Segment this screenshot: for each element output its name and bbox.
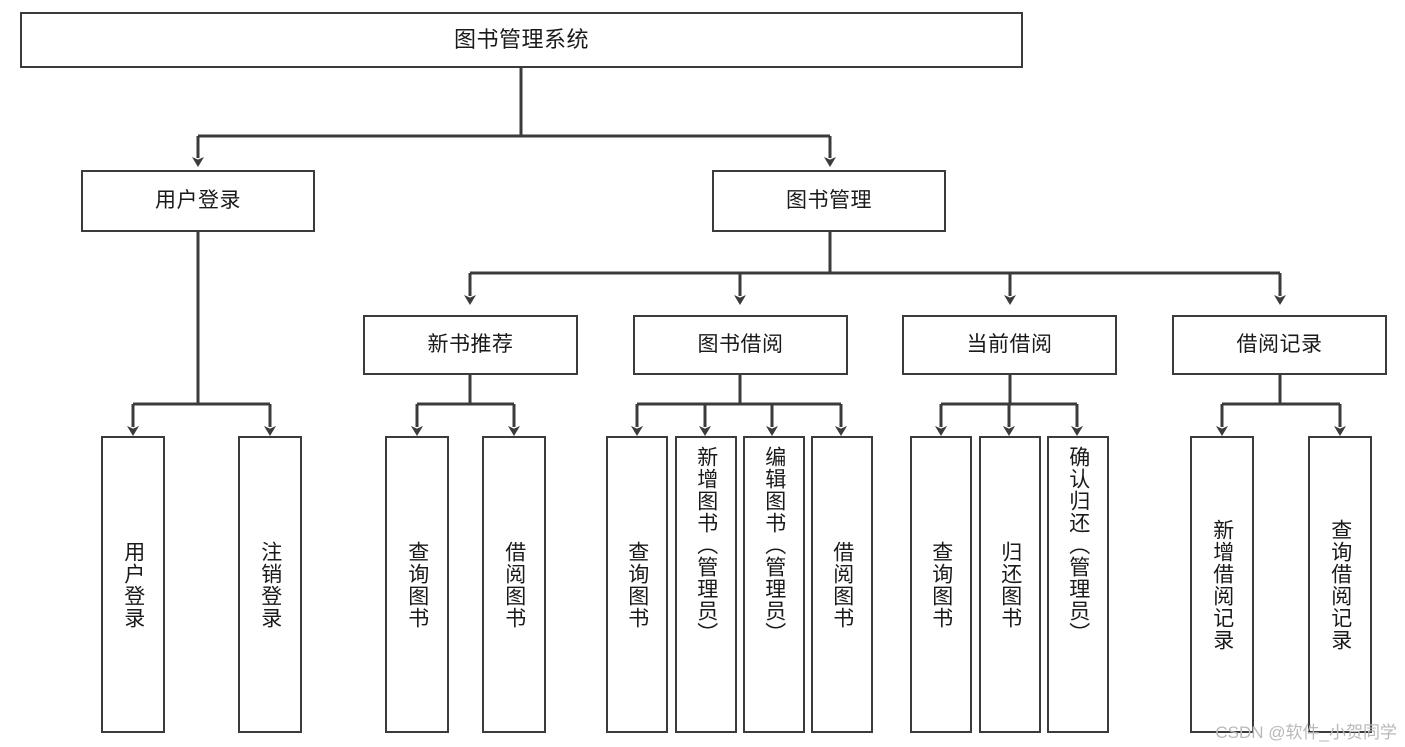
node-label: 查询图书 [625, 540, 649, 629]
leaf-user-logout[interactable]: 注销登录 [238, 436, 302, 733]
leaf-add-record[interactable]: 新增借阅记录 [1190, 436, 1254, 733]
node-label: 归还图书 [998, 540, 1022, 629]
node-root-book-management-system[interactable]: 图书管理系统 [20, 12, 1023, 68]
node-label: 查询图书 [929, 540, 953, 629]
leaf-edit-book[interactable]: 编辑图书（管理员） [743, 436, 805, 733]
node-label: 编辑图书（管理员） [762, 446, 786, 644]
node-label: 当前借阅 [966, 332, 1053, 356]
node-book-management[interactable]: 图书管理 [712, 170, 946, 232]
node-borrow-record[interactable]: 借阅记录 [1172, 315, 1387, 375]
watermark: CSDN @软件_小贺同学 [1215, 723, 1397, 742]
node-label: 用户登录 [155, 188, 241, 212]
node-label: 查询图书 [405, 540, 429, 629]
leaf-return-book[interactable]: 归还图书 [979, 436, 1041, 733]
node-user-login[interactable]: 用户登录 [81, 170, 315, 232]
node-label: 新书推荐 [427, 332, 514, 356]
leaf-user-login[interactable]: 用户登录 [101, 436, 165, 733]
node-label: 新增借阅记录 [1210, 518, 1234, 651]
node-label: 借阅记录 [1236, 332, 1323, 356]
node-label: 借阅图书 [830, 540, 854, 629]
node-label: 查询借阅记录 [1328, 518, 1352, 651]
leaf-query-book-1[interactable]: 查询图书 [385, 436, 449, 733]
leaf-query-record[interactable]: 查询借阅记录 [1308, 436, 1372, 733]
node-new-book-recommend[interactable]: 新书推荐 [363, 315, 578, 375]
node-label: 确认归还（管理员） [1066, 446, 1090, 644]
node-label: 用户登录 [121, 540, 145, 629]
node-label: 注销登录 [258, 540, 282, 629]
node-book-borrow[interactable]: 图书借阅 [633, 315, 848, 375]
leaf-add-book[interactable]: 新增图书（管理员） [675, 436, 737, 733]
leaf-borrow-book-2[interactable]: 借阅图书 [811, 436, 873, 733]
node-label: 图书管理 [786, 188, 872, 212]
leaf-confirm-return[interactable]: 确认归还（管理员） [1047, 436, 1109, 733]
leaf-borrow-book-1[interactable]: 借阅图书 [482, 436, 546, 733]
node-current-borrow[interactable]: 当前借阅 [902, 315, 1117, 375]
node-label: 借阅图书 [502, 540, 526, 629]
node-label: 新增图书（管理员） [694, 446, 718, 644]
leaf-query-book-3[interactable]: 查询图书 [910, 436, 972, 733]
node-label: 图书借阅 [697, 332, 784, 356]
leaf-query-book-2[interactable]: 查询图书 [606, 436, 668, 733]
node-label: 图书管理系统 [453, 27, 589, 53]
